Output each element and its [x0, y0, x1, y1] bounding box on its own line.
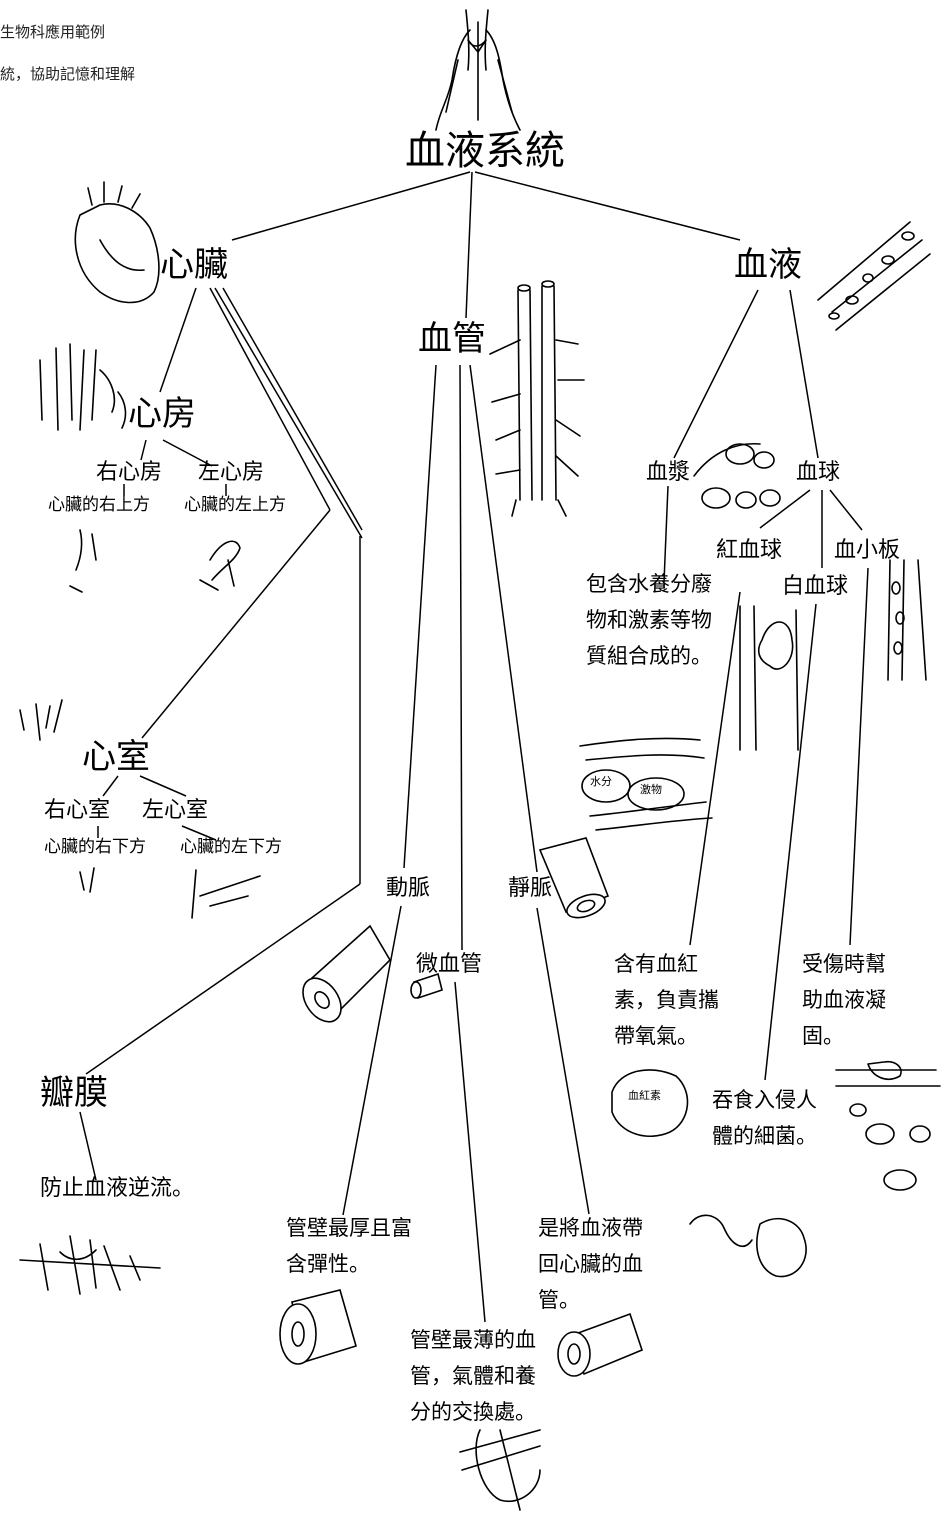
hemoglobin-sketch-label: 血紅素	[628, 1089, 661, 1102]
right-ventricle-label: 右心室	[44, 798, 111, 823]
line-heart-valve-a	[214, 287, 363, 539]
white-cell-vessel-sketch	[739, 605, 799, 751]
platelet-desc: 受傷時幫助血液凝固。	[802, 952, 886, 1048]
capillary-tube-sketch	[410, 972, 443, 1000]
vessel-tree-sketch	[489, 280, 585, 517]
header-line-2: 統，協助記憶和理解	[0, 65, 136, 83]
vessels-node-title: 血管	[418, 319, 486, 359]
line-heart-valve-b	[222, 287, 363, 531]
line-vessels-vein	[469, 364, 538, 873]
blood-vessel-sketch	[817, 221, 931, 331]
bacteria-sketch	[689, 1214, 807, 1278]
plasma-sketch-label-b: 激物	[640, 783, 662, 796]
artery-tube-sketch	[302, 924, 392, 1023]
line-blood-plasma	[673, 289, 759, 459]
header-line-1: 生物科應用範例	[0, 23, 106, 41]
capillary-exchange-sketch	[459, 1429, 541, 1511]
left-atrium-desc: 心臟的左上方	[184, 495, 286, 515]
plasma-sketch-label-a: 水分	[590, 775, 612, 788]
blood-cells-label: 血球	[796, 460, 841, 485]
left-atrium-label: 左心房	[198, 460, 265, 485]
plasma-vessel-sketch	[579, 737, 713, 831]
valve-node-title: 瓣膜	[40, 1073, 108, 1113]
ventricle-node-title: 心室	[82, 737, 150, 777]
ventricle-sketch	[19, 699, 63, 741]
root-node-title: 血液系統	[405, 128, 565, 174]
right-atrium-sketch	[69, 529, 97, 593]
platelet-label: 血小板	[834, 538, 901, 563]
blood-cells-sketch	[693, 442, 781, 509]
thin-tube-sketch	[557, 1312, 643, 1377]
white-cell-label: 白血球	[782, 574, 849, 599]
right-atrium-desc: 心臟的右上方	[48, 495, 150, 515]
right-atrium-label: 右心房	[96, 460, 163, 485]
artery-label: 動脈	[386, 876, 431, 901]
artery-desc: 管壁最厚且富含彈性。	[286, 1216, 412, 1276]
line-heart-atrium	[159, 287, 197, 393]
left-atrium-sketch	[199, 540, 241, 591]
line-root-vessels	[465, 171, 473, 319]
capillary-desc: 管壁最薄的血管，氣體和養分的交換處。	[410, 1328, 536, 1424]
atrium-node-title: 心房	[128, 394, 196, 434]
red-cell-desc: 含有血紅素，負責攜帶氧氣。	[614, 952, 719, 1048]
heart-sketch	[74, 181, 160, 304]
plasma-label: 血漿	[646, 460, 691, 485]
capillary-label: 微血管	[416, 952, 483, 977]
white-cell-desc: 吞食入侵人體的細菌。	[712, 1088, 817, 1148]
valve-sketch	[19, 1235, 161, 1295]
plasma-desc: 包含水養分廢物和激素等物質組合成的。	[586, 572, 712, 668]
clot-sketch	[835, 1060, 941, 1191]
line-blood-cells	[789, 289, 819, 459]
valve-desc: 防止血液逆流。	[40, 1176, 195, 1201]
left-ventricle-label: 左心室	[142, 798, 209, 823]
red-cell-sketch	[611, 1069, 689, 1137]
left-ventricle-desc: 心臟的左下方	[180, 837, 282, 857]
red-cell-label: 紅血球	[716, 538, 783, 563]
vein-label: 靜脈	[508, 876, 553, 901]
line-root-heart	[231, 171, 471, 241]
atrium-vessel-sketch	[39, 343, 127, 431]
blood-node-title: 血液	[734, 245, 802, 285]
line-vessels-capillary	[459, 364, 463, 951]
vein-tube-sketch	[538, 837, 610, 919]
line-heart-ventricle	[209, 287, 331, 511]
ventricle-bottom-sketch	[79, 867, 261, 919]
heart-node-title: 心臟	[160, 245, 228, 285]
platelet-sketch	[887, 559, 927, 681]
right-ventricle-desc: 心臟的右下方	[44, 837, 146, 857]
line-vessels-artery	[403, 364, 437, 869]
body-vessels-sketch	[435, 9, 521, 131]
vein-desc: 是將血液帶回心臟的血管。	[538, 1216, 643, 1312]
thick-tube-sketch	[279, 1289, 357, 1365]
line-root-blood	[474, 171, 741, 241]
